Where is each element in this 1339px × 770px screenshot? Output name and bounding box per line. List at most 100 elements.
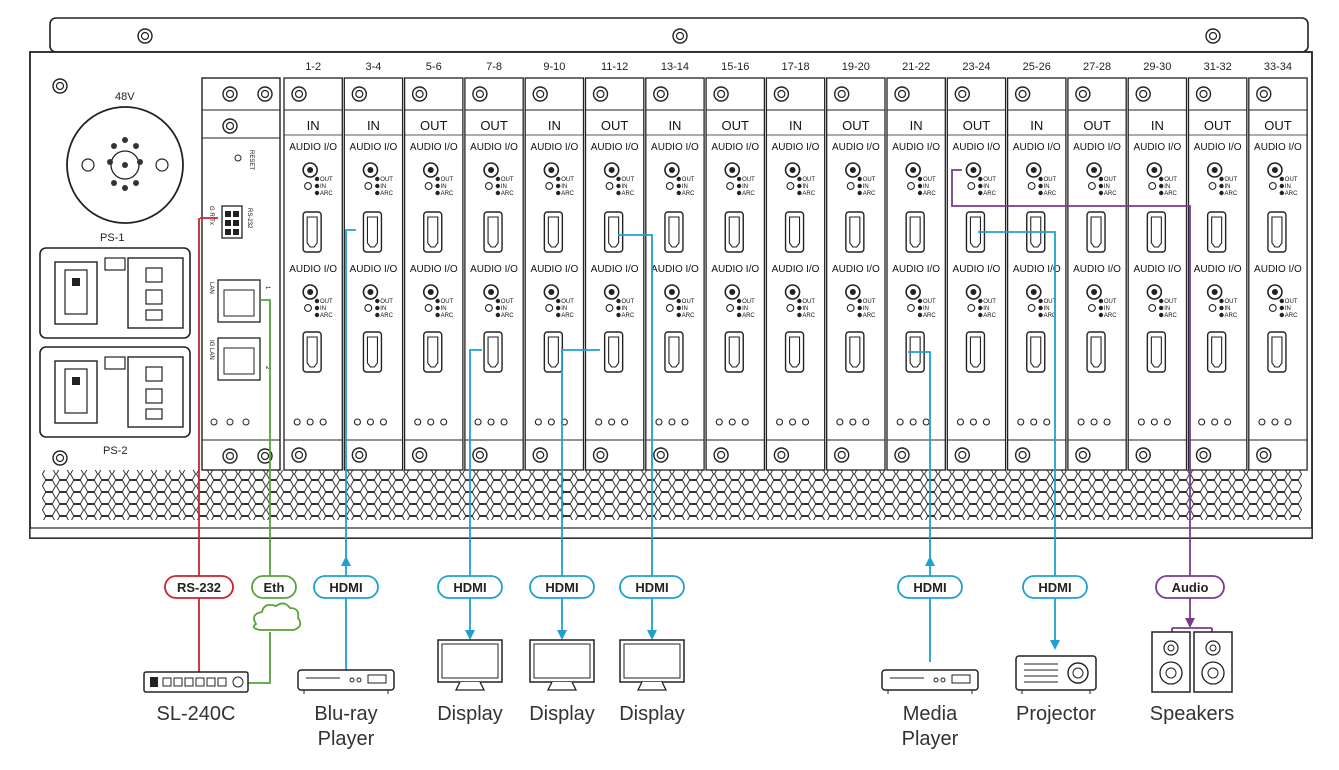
- status-led-icon: [435, 305, 440, 311]
- reset-button[interactable]: [234, 154, 242, 162]
- led-label: IN: [622, 184, 628, 190]
- indicator-led-icon: [681, 418, 689, 426]
- slot-port-label: 9-10: [543, 61, 565, 73]
- screw-icon: [222, 86, 238, 102]
- slot-direction-label: IN: [307, 118, 320, 133]
- status-led-icon: [1279, 176, 1285, 182]
- led-label: ARC: [622, 191, 635, 197]
- led-label: ARC: [501, 191, 514, 197]
- status-led-icon: [616, 298, 621, 304]
- indicator-led-icon: [306, 418, 314, 426]
- led-label: IN: [983, 184, 989, 190]
- slot-port-label: 11-12: [601, 61, 628, 73]
- status-led-icon: [857, 312, 862, 318]
- indicator-led-icon: [896, 418, 904, 426]
- indicator-led-icon: [922, 418, 930, 426]
- status-led-icon: [435, 298, 440, 304]
- status-led-icon: [495, 190, 501, 196]
- hdmi-pill-label: HDMI: [635, 580, 668, 595]
- hdmi-pill-display-1: HDMI: [437, 575, 503, 599]
- status-led-icon: [978, 176, 983, 182]
- media-player-label-line2: Player: [902, 728, 959, 750]
- indicator-led-icon: [1017, 418, 1025, 426]
- screw-icon: [472, 86, 488, 102]
- led-label: OUT: [380, 299, 393, 305]
- status-led-icon: [676, 190, 681, 196]
- cables: [198, 169, 1195, 684]
- led-label: ARC: [1104, 313, 1117, 319]
- status-led-icon: [314, 183, 320, 189]
- indicator-led-icon: [801, 418, 810, 426]
- audio-io-label: AUDIO I/O: [350, 264, 398, 275]
- indicator-led-icon: [655, 418, 663, 426]
- hdmi-pill-display-3: HDMI: [619, 575, 685, 599]
- status-led-icon: [375, 183, 380, 189]
- led-label: OUT: [501, 177, 514, 183]
- slot-direction-label: IN: [910, 118, 923, 133]
- screw-icon: [773, 86, 790, 102]
- slot-port-label: 25-26: [1023, 61, 1051, 73]
- status-led-icon: [1159, 312, 1164, 318]
- led-label: OUT: [441, 299, 454, 305]
- slot-direction-label: IN: [1151, 118, 1164, 133]
- audio-io-label: AUDIO I/O: [470, 264, 518, 275]
- status-led-icon: [375, 298, 380, 304]
- indicator-led-icon: [862, 418, 870, 426]
- hdmi-pill-label: HDMI: [1038, 580, 1071, 595]
- screw-icon: [834, 447, 850, 463]
- status-led-icon: [1219, 190, 1224, 196]
- status-led-icon: [797, 176, 802, 182]
- led-label: ARC: [983, 313, 996, 319]
- status-led-icon: [857, 190, 862, 196]
- indicator-led-icon: [1150, 418, 1158, 426]
- indicator-led-icon: [353, 418, 362, 426]
- indicator-led-icon: [1198, 418, 1206, 426]
- status-led-icon: [676, 183, 681, 189]
- led-label: IN: [441, 306, 447, 312]
- audio-pill: Audio: [1155, 575, 1225, 599]
- led-label: IN: [561, 306, 567, 312]
- ps1-label: PS-1: [100, 232, 124, 244]
- audio-io-label: AUDIO I/O: [772, 264, 820, 275]
- screw-icon: [653, 447, 669, 463]
- led-label: OUT: [863, 299, 876, 305]
- audio-io-label: AUDIO I/O: [470, 142, 518, 153]
- screw-icon: [411, 86, 428, 102]
- status-led-icon: [375, 312, 380, 318]
- status-led-icon: [978, 305, 983, 311]
- led-label: ARC: [1225, 313, 1238, 319]
- led-label: ARC: [380, 313, 393, 319]
- screw-icon: [1256, 447, 1272, 463]
- slot-port-label: 1-2: [305, 61, 321, 73]
- rs232-pill-label: RS-232: [177, 580, 221, 595]
- status-led-icon: [736, 190, 742, 196]
- slot-port-label: 13-14: [661, 61, 689, 73]
- indicator-led-icon: [1271, 418, 1279, 426]
- led-label: IN: [1285, 306, 1291, 312]
- indicator-led-icon: [728, 418, 736, 426]
- led-label: OUT: [742, 299, 755, 305]
- status-led-icon: [314, 176, 320, 182]
- status-led-icon: [616, 183, 621, 189]
- status-led-icon: [1279, 305, 1285, 311]
- status-led-icon: [917, 312, 923, 318]
- audio-io-label: AUDIO I/O: [711, 142, 759, 153]
- status-led-icon: [1219, 183, 1224, 189]
- indicator-led-icon: [1258, 418, 1266, 426]
- audio-io-label: AUDIO I/O: [1073, 142, 1121, 153]
- screw-icon: [52, 78, 68, 94]
- status-led-icon: [1038, 298, 1043, 304]
- hdmi-cable-display-1: [469, 349, 482, 578]
- status-led-icon: [857, 176, 862, 182]
- devices: SL-240C Blu-ray Player Display Display: [143, 627, 1234, 750]
- ig-lan-label: IG LAN: [208, 340, 214, 360]
- hdmi-pill-bluray: HDMI: [313, 575, 379, 599]
- led-label: ARC: [501, 313, 514, 319]
- audio-io-label: AUDIO I/O: [1254, 142, 1302, 153]
- status-led-icon: [917, 176, 923, 182]
